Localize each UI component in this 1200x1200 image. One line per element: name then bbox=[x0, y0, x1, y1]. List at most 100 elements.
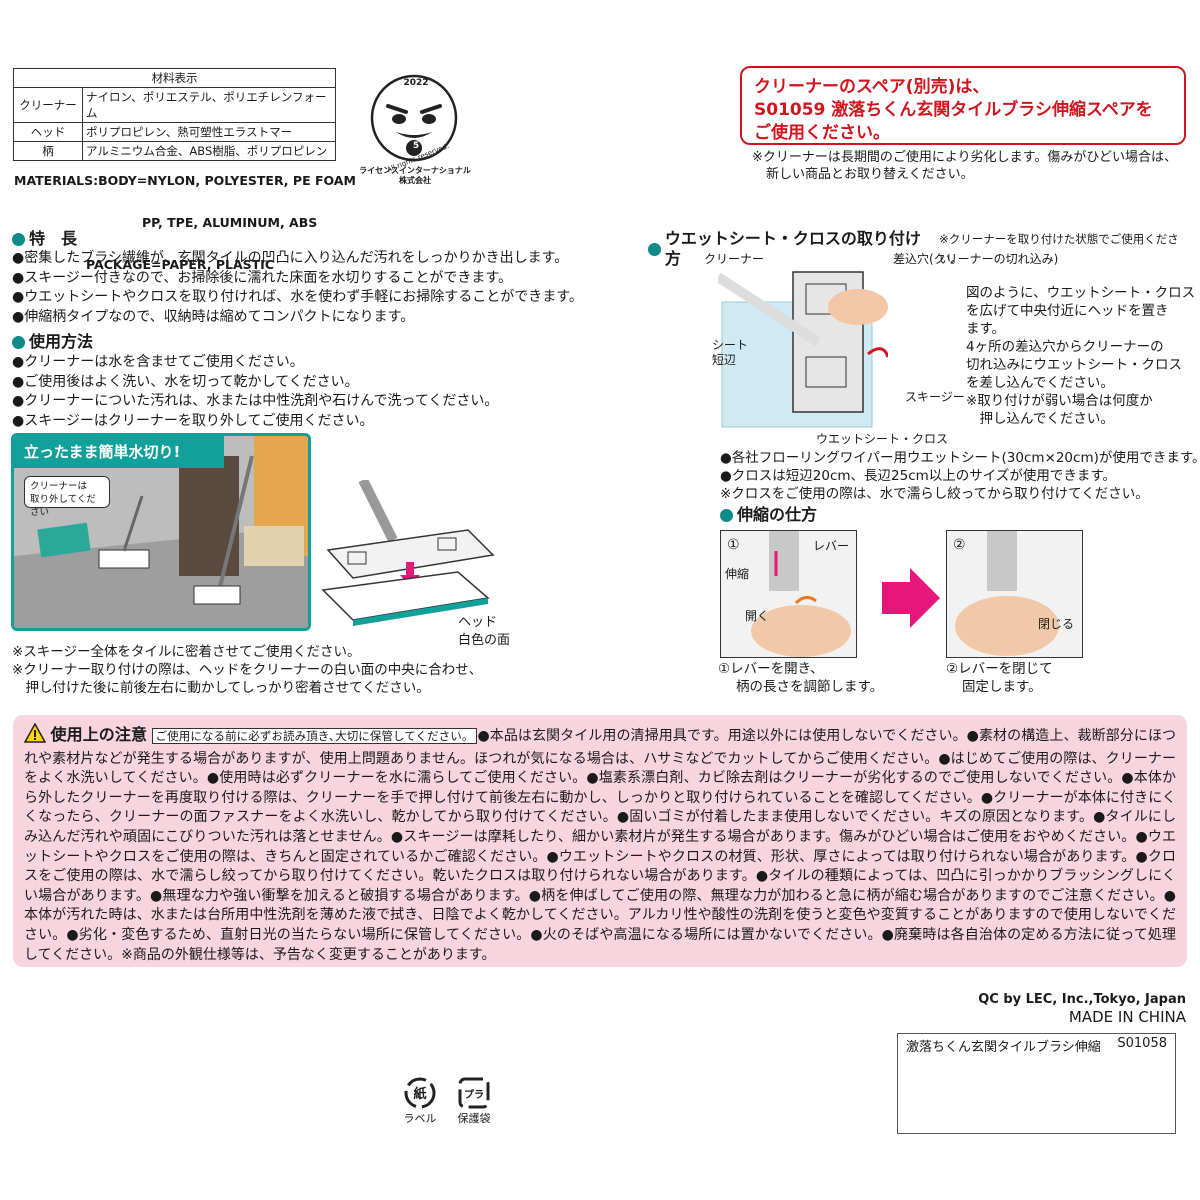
usage-note: ※クリーナー取り付けの際は、ヘッドをクリーナーの白い面の中央に合わせ、 bbox=[12, 662, 483, 678]
features-item: ●伸縮柄タイプなので、収納時は縮めてコンパクトになります。 bbox=[12, 308, 415, 325]
usage-item: ●クリーナーは水を含ませてご使用ください。 bbox=[12, 354, 304, 370]
label-sheet-short: シート 短辺 bbox=[712, 338, 748, 368]
usage-list: ●クリーナーは水を含ませてご使用ください。 ●ご使用後はよく洗い、水を切って乾か… bbox=[12, 353, 498, 431]
materials-part: ヘッド bbox=[13, 122, 83, 142]
spare-line: S01059 激落ちくん玄関タイルブラシ伸縮スペアを bbox=[754, 100, 1153, 120]
extend-caption-line: 柄の長さを調節します。 bbox=[736, 679, 884, 695]
recycle-plastic-label: 保護袋 bbox=[457, 1112, 491, 1125]
product-code: S01058 bbox=[1117, 1036, 1167, 1051]
mascot-logo bbox=[366, 70, 466, 180]
extend-step2-image: ② 閉じる bbox=[946, 530, 1083, 658]
features-heading: 特 長 bbox=[12, 229, 77, 249]
materials-value: アルミニウム合金、ABS樹脂、ポリプロピレン bbox=[82, 141, 336, 161]
spare-line: クリーナーのスペア(別売)は、 bbox=[754, 77, 990, 97]
spare-note: ※クリーナーは長期間のご使用により劣化します。傷みがひどい場合は、 新しい商品と… bbox=[752, 149, 1192, 183]
mascot-company-line: 株式会社 bbox=[399, 176, 431, 185]
extend-caption-2: ②レバーを閉じて 固定します。 bbox=[946, 660, 1053, 696]
label-white-face: 白色の面 bbox=[458, 633, 511, 648]
materials-part: クリーナー bbox=[13, 87, 83, 123]
usage-note: ※スキージー全体をタイルに密着させてご使用ください。 bbox=[12, 644, 361, 660]
caution-body: ●本品は玄関タイル用の清掃用具です。用途以外には使用しないでください。●素材の構… bbox=[24, 728, 1177, 963]
usage-callout-line: 取り外してください bbox=[30, 494, 96, 518]
spare-note-line: 新しい商品とお取り替えください。 bbox=[766, 167, 974, 182]
extend-step2-close: 閉じる bbox=[1038, 617, 1075, 631]
extend-step1-number: ① bbox=[727, 537, 740, 553]
label-sheet-short-line: 短辺 bbox=[712, 353, 737, 367]
extend-step2-number: ② bbox=[953, 537, 966, 553]
recycle-plastic-mark: プラ 保護袋 bbox=[452, 1076, 496, 1126]
features-list: ●密集したブラシ繊維が、玄関タイルの凹凸に入り込んだ汚れをしっかりかき出します。… bbox=[12, 249, 583, 327]
wet-subtitle: ※クリーナーを取り付けた状態でご使用ください。 bbox=[939, 232, 1179, 266]
usage-item: ●ご使用後はよく洗い、水を切って乾かしてください。 bbox=[12, 373, 359, 390]
mascot-badge: 5 bbox=[412, 141, 420, 151]
caution-keep-notice: ご使用になる前に必ずお読み頂き､大切に保管してください。 bbox=[151, 728, 478, 744]
spare-line: ご使用ください。 bbox=[754, 123, 890, 143]
head-illustration bbox=[318, 477, 518, 630]
wet-desc-line: 図のように、ウエットシート・クロス bbox=[966, 285, 1196, 301]
wet-desc-line: ※取り付けが弱い場合は何度か bbox=[966, 393, 1153, 409]
extend-title: 伸縮の仕方 bbox=[737, 505, 818, 524]
materials-value: ナイロン、ポリエステル、ポリエチレンフォーム bbox=[82, 87, 336, 123]
wet-desc-line: 切れ込みにウエットシート・クロス bbox=[966, 357, 1182, 373]
wet-desc-line: 押し込んでください。 bbox=[966, 411, 1114, 427]
arrow-right-icon bbox=[882, 568, 940, 632]
caution-text: 使用上の注意 ご使用になる前に必ずお読み頂き､大切に保管してください。●本品は玄… bbox=[23, 722, 1177, 965]
wet-title: ウエットシート・クロスの取り付け方 bbox=[664, 229, 921, 268]
wet-description: 図のように、ウエットシート・クロス を広げて中央付近にヘッドを置き ます。 4ヶ… bbox=[966, 284, 1195, 428]
features-item: ●ウエットシートやクロスを取り付ければ、水を使わず手軽にお掃除することができます… bbox=[12, 289, 583, 305]
caution-title: 使用上の注意 bbox=[50, 725, 148, 744]
label-sheet-short-line: シート bbox=[712, 338, 749, 352]
usage-item: ●クリーナーについた汚れは、水または中性洗剤や石けんで洗ってください。 bbox=[12, 393, 499, 409]
usage-title: 使用方法 bbox=[29, 332, 94, 351]
bullet-dot-icon bbox=[12, 335, 25, 349]
features-title: 特 長 bbox=[29, 229, 78, 248]
materials-table: 材料表示 クリーナーナイロン、ポリエステル、ポリエチレンフォーム ヘッドポリプロ… bbox=[13, 68, 336, 161]
recycle-icon bbox=[404, 1077, 436, 1109]
wet-desc-line: 4ヶ所の差込穴からクリーナーの bbox=[966, 339, 1164, 355]
wet-items: ●各社フローリングワイパー用ウエットシート(30cm×20cm)が使用できます。… bbox=[720, 449, 1200, 503]
wet-item: ●クロスは短辺20cm、長辺25cm以上のサイズが使用できます。 bbox=[720, 468, 1117, 484]
materials-english-line: MATERIALS:BODY=NYLON, POLYESTER, PE FOAM bbox=[14, 173, 356, 188]
wet-desc-line: ます。 bbox=[966, 321, 1006, 337]
wet-sheet-illustration bbox=[715, 262, 890, 432]
materials-header: 材料表示 bbox=[13, 68, 336, 88]
product-box: 激落ちくん玄関タイルブラシ伸縮 S01058 bbox=[897, 1033, 1176, 1134]
mascot-company-line: ライセンスインターナショナル bbox=[359, 166, 471, 175]
label-cleaner: クリーナー bbox=[704, 252, 765, 266]
usage-heading: 使用方法 bbox=[12, 332, 93, 352]
bullet-dot-icon bbox=[720, 508, 733, 522]
label-wetsheet: ウエットシート・クロス bbox=[816, 432, 949, 446]
materials-english-line: PACKAGE=PAPER, PLASTIC bbox=[86, 257, 274, 272]
features-item: ●密集したブラシ繊維が、玄関タイルの凹凸に入り込んだ汚れをしっかりかき出します。 bbox=[12, 250, 569, 266]
label-squeegee: スキージー bbox=[905, 390, 965, 404]
extend-caption-line: ②レバーを閉じて bbox=[946, 661, 1053, 677]
usage-note: 押し付けた後に前後左右に動かしてしっかり密着させてください。 bbox=[12, 680, 430, 696]
wet-desc-line: を差し込んでください。 bbox=[966, 375, 1114, 391]
usage-banner: 立ったまま簡単水切り! bbox=[14, 436, 224, 468]
bullet-dot-icon bbox=[648, 242, 661, 256]
materials-english: MATERIALS:BODY=NYLON, POLYESTER, PE FOAM… bbox=[14, 146, 356, 286]
warning-icon bbox=[23, 722, 47, 750]
extend-heading: 伸縮の仕方 bbox=[720, 505, 817, 525]
label-slot: 差込穴(クリーナーの切れ込み) bbox=[893, 252, 1059, 266]
wet-item: ●各社フローリングワイパー用ウエットシート(30cm×20cm)が使用できます。 bbox=[720, 450, 1200, 466]
maker-text: QC by LEC, Inc.,Tokyo, Japan bbox=[978, 992, 1186, 1007]
label-head: ヘッド bbox=[458, 615, 498, 630]
usage-callout-line: クリーナーは bbox=[30, 481, 88, 492]
extend-caption-1: ①レバーを開き、 柄の長さを調節します。 bbox=[718, 660, 883, 696]
recycle-plastic-symbol: プラ bbox=[464, 1090, 484, 1101]
extend-step1-open: 開く bbox=[745, 609, 770, 623]
extend-step1-extend: 伸縮 bbox=[725, 567, 750, 581]
materials-value: ポリプロピレン、熱可塑性エラストマー bbox=[82, 122, 336, 142]
wet-item: ※クロスをご使用の際は、水で濡らし絞ってから取り付けてください。 bbox=[720, 486, 1149, 502]
extend-step1-image: ① レバー 伸縮 開く bbox=[720, 530, 857, 658]
materials-english-line: PP, TPE, ALUMINUM, ABS bbox=[142, 215, 318, 230]
spare-notice: クリーナーのスペア(別売)は、 S01059 激落ちくん玄関タイルブラシ伸縮スペ… bbox=[740, 66, 1186, 145]
extend-caption-line: 固定します。 bbox=[962, 679, 1042, 695]
usage-item: ●スキージーはクリーナーを取り外してご使用ください。 bbox=[12, 412, 374, 429]
wet-heading: ウエットシート・クロスの取り付け方 ※クリーナーを取り付けた状態でご使用ください… bbox=[648, 229, 1200, 269]
spare-note-line: ※クリーナーは長期間のご使用により劣化します。傷みがひどい場合は、 bbox=[752, 150, 1177, 165]
recycle-paper-symbol: 紙 bbox=[413, 1087, 427, 1102]
features-item: ●スキージー付きなので、お掃除後に濡れた床面を水切りすることができます。 bbox=[12, 269, 512, 286]
made-in-text: MADE IN CHINA bbox=[1068, 1008, 1186, 1026]
